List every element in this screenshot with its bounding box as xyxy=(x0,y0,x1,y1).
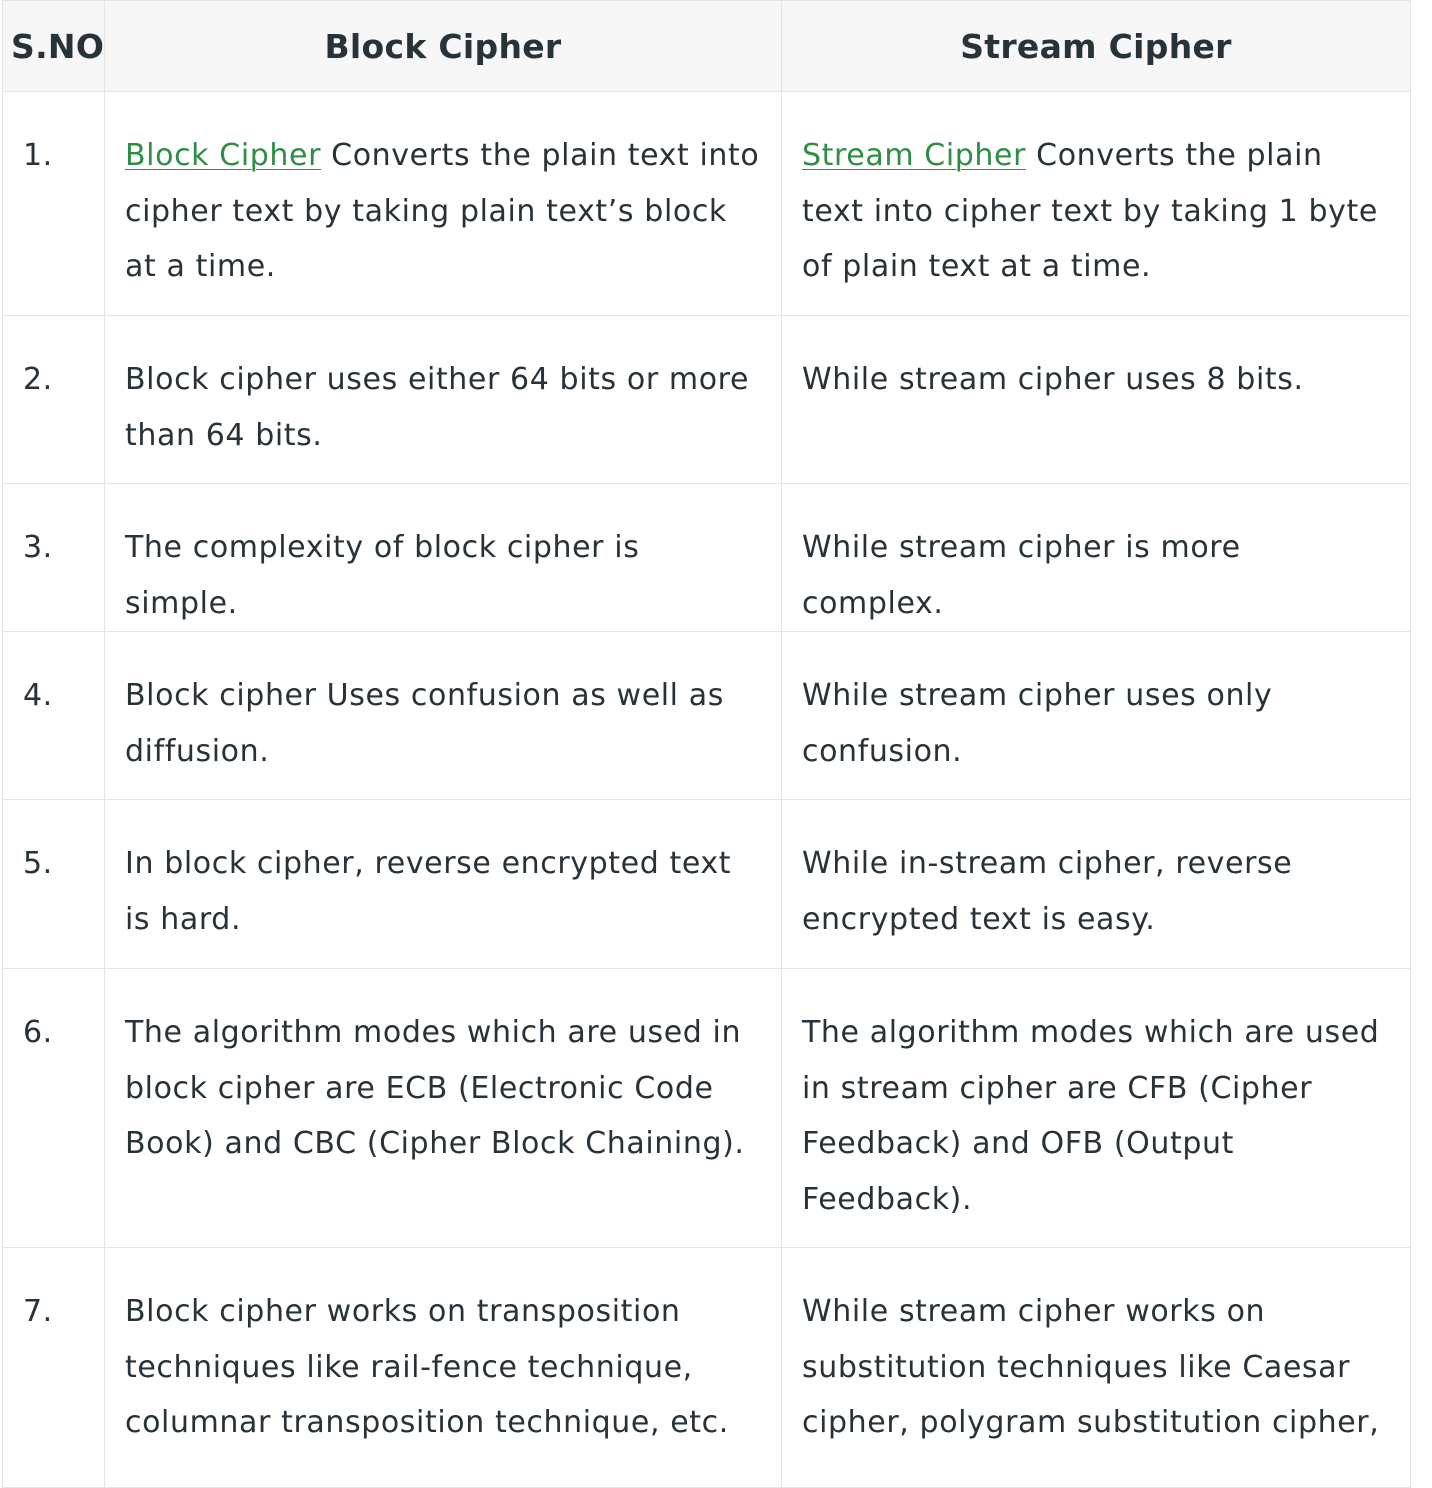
row-number: 7. xyxy=(2,1247,105,1488)
stream-cipher-cell: While stream cipher uses only confusion. xyxy=(781,631,1411,800)
table-header-row: S.NO Block Cipher Stream Cipher xyxy=(2,0,1411,92)
stream-cipher-cell: While stream cipher uses 8 bits. xyxy=(781,315,1411,484)
block-cipher-cell: In block cipher, reverse encrypted text … xyxy=(104,799,782,969)
table-row: 5. In block cipher, reverse encrypted te… xyxy=(2,799,1411,969)
block-cipher-cell: The complexity of block cipher is simple… xyxy=(104,483,782,632)
table-row: 7. Block cipher works on transposition t… xyxy=(2,1247,1411,1488)
stream-cipher-text: Converts the plain text into cipher text… xyxy=(802,138,1378,284)
block-cipher-text: Converts the plain text into cipher text… xyxy=(125,138,760,284)
table-row: 3. The complexity of block cipher is sim… xyxy=(2,483,1411,632)
block-cipher-cell: Block cipher uses either 64 bits or more… xyxy=(104,315,782,484)
table-row: 4. Block cipher Uses confusion as well a… xyxy=(2,631,1411,800)
table-row: 1. Block Cipher Converts the plain text … xyxy=(2,91,1411,316)
block-cipher-cell: Block cipher works on transposition tech… xyxy=(104,1247,782,1488)
stream-cipher-cell: While in-stream cipher, reverse encrypte… xyxy=(781,799,1411,969)
header-sno: S.NO xyxy=(2,0,105,92)
stream-cipher-cell: While stream cipher works on substitutio… xyxy=(781,1247,1411,1488)
header-block-cipher: Block Cipher xyxy=(104,0,782,92)
stream-cipher-link[interactable]: Stream Cipher xyxy=(802,138,1027,173)
stream-cipher-cell: Stream Cipher Converts the plain text in… xyxy=(781,91,1411,316)
stream-cipher-cell: While stream cipher is more complex. xyxy=(781,483,1411,632)
row-number: 2. xyxy=(2,315,105,484)
block-cipher-cell: The algorithm modes which are used in bl… xyxy=(104,968,782,1248)
row-number: 6. xyxy=(2,968,105,1248)
row-number: 1. xyxy=(2,91,105,316)
row-number: 5. xyxy=(2,799,105,969)
block-cipher-cell: Block cipher Uses confusion as well as d… xyxy=(104,631,782,800)
stream-cipher-cell: The algorithm modes which are used in st… xyxy=(781,968,1411,1248)
table-row: 2. Block cipher uses either 64 bits or m… xyxy=(2,315,1411,484)
row-number: 4. xyxy=(2,631,105,800)
header-stream-cipher: Stream Cipher xyxy=(781,0,1411,92)
block-cipher-link[interactable]: Block Cipher xyxy=(125,138,322,173)
table-row: 6. The algorithm modes which are used in… xyxy=(2,968,1411,1248)
row-number: 3. xyxy=(2,483,105,632)
block-cipher-cell: Block Cipher Converts the plain text int… xyxy=(104,91,782,316)
